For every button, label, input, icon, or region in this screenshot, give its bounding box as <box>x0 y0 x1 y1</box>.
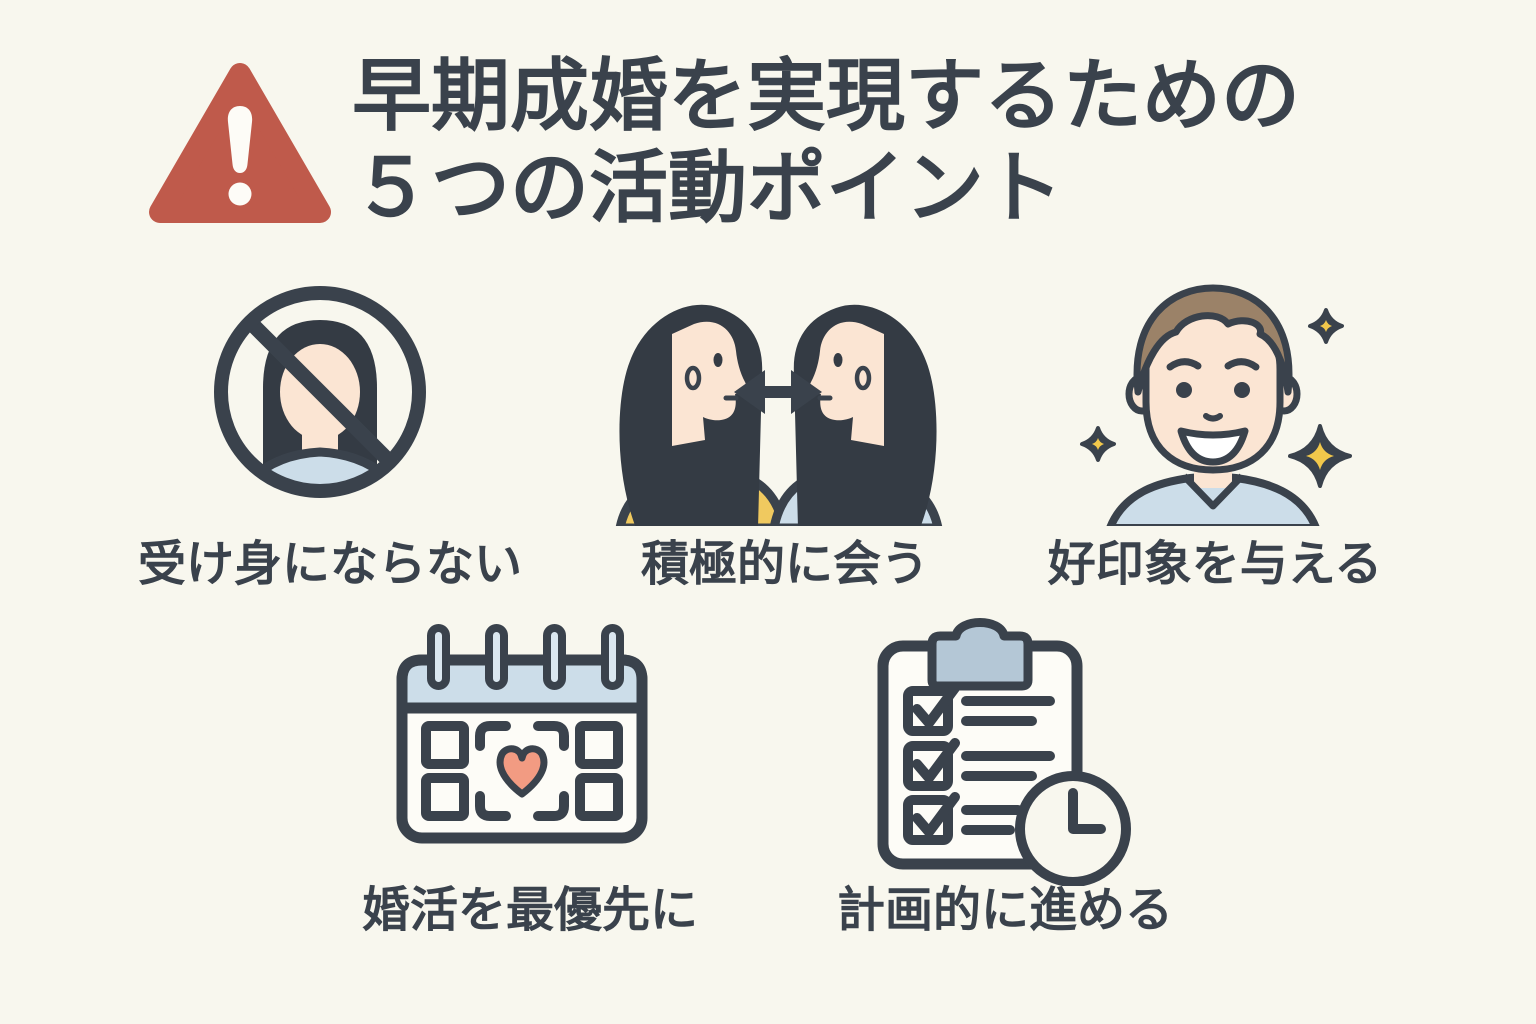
warning-triangle-icon <box>149 63 331 223</box>
woman-ear <box>684 365 702 391</box>
page-title: 早期成婚を実現するための ５つの活動ポイント <box>352 50 1300 234</box>
collar-v <box>1181 473 1245 510</box>
good-impression-icon <box>1080 284 1352 526</box>
mutual-meeting-icon <box>615 304 943 526</box>
prohibition-circle <box>214 286 426 498</box>
man-eye <box>833 353 843 367</box>
woman-profile-face <box>672 321 747 446</box>
prohibition-slash <box>240 312 396 468</box>
left-eyebrow <box>1166 358 1202 371</box>
heart-icon <box>496 745 548 798</box>
man-profile-face <box>809 321 884 446</box>
exclamation-dot <box>228 182 252 206</box>
checklist-items <box>903 683 1055 845</box>
checklist-clock-icon <box>877 618 1131 886</box>
point-label-5: 計画的に進める <box>836 884 1173 937</box>
double-arrow-icon <box>734 370 822 414</box>
sparkles-icon <box>1080 308 1352 488</box>
title-line-1: 早期成婚を実現するための <box>352 51 1300 140</box>
man-ear <box>854 365 872 391</box>
point-label-1: 受け身にならない <box>137 538 522 591</box>
nose <box>1203 413 1223 422</box>
calendar-heart-icon <box>396 624 648 844</box>
clock-icon <box>1015 771 1131 886</box>
point-label-4: 婚活を最優先に <box>361 884 698 937</box>
smile-mouth <box>1177 427 1249 466</box>
man-hair <box>1133 284 1293 396</box>
right-eye <box>1234 382 1250 398</box>
woman-eye <box>713 353 723 367</box>
point-label-3: 好印象を与える <box>1047 538 1383 591</box>
calendar-rings <box>427 624 624 690</box>
exclamation-bar <box>227 106 253 173</box>
left-eye <box>1176 382 1192 398</box>
right-eyebrow <box>1224 358 1260 371</box>
point-label-2: 積極的に会う <box>640 538 929 591</box>
calendar-day-cells <box>421 721 623 821</box>
no-passive-avatar-icon <box>214 286 426 498</box>
clipboard-clip <box>927 618 1033 691</box>
title-line-2: ５つの活動ポイント <box>352 143 1063 232</box>
